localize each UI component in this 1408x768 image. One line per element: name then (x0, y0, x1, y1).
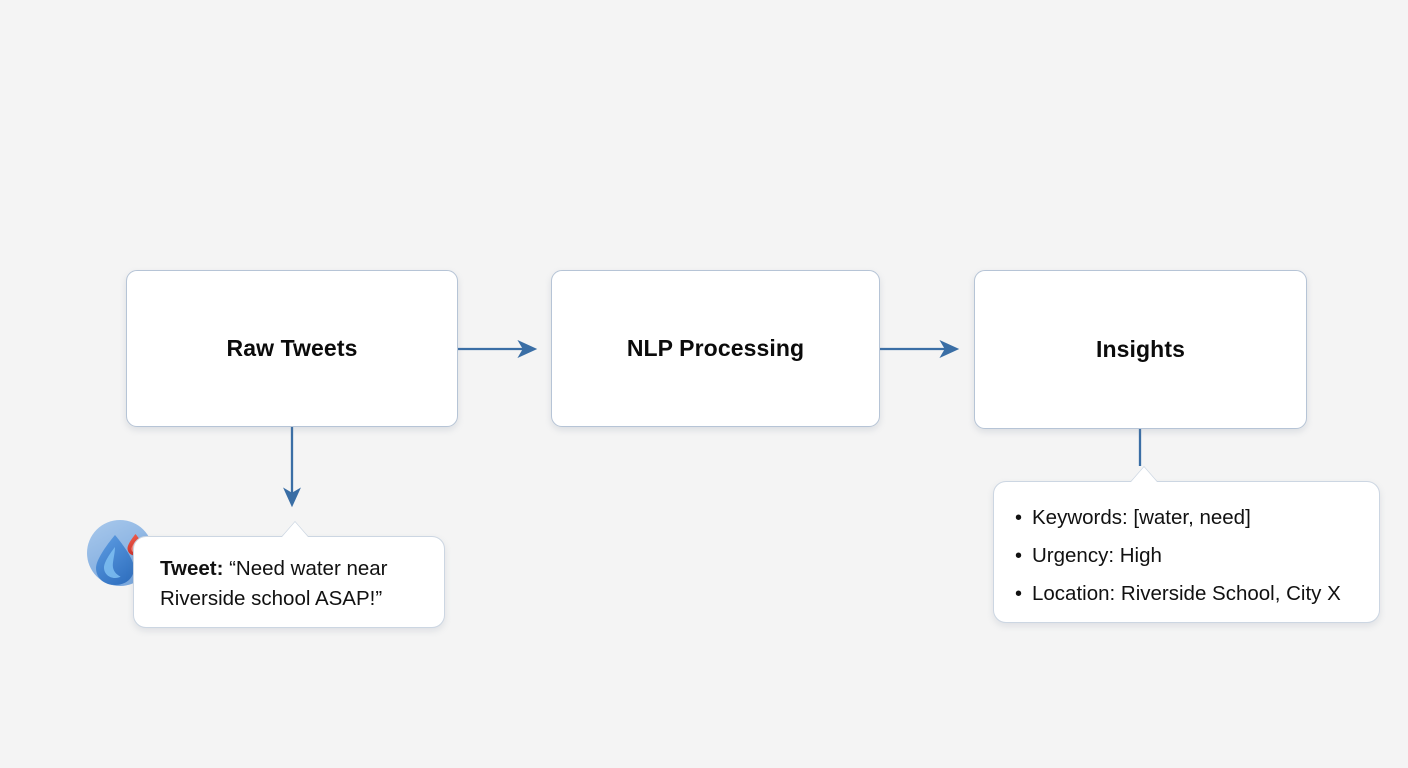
list-item: Location: Riverside School, City X (1015, 575, 1341, 613)
node-raw-tweets[interactable]: Raw Tweets (126, 270, 458, 427)
insights-list: Keywords: [water, need] Urgency: High Lo… (1010, 499, 1341, 613)
node-nlp-processing[interactable]: NLP Processing (551, 270, 880, 427)
tweet-quote-line-1: “Need water near (229, 557, 388, 580)
tweet-callout[interactable]: Tweet: “Need water near Riverside school… (133, 521, 445, 628)
node-raw-tweets-label: Raw Tweets (226, 335, 358, 361)
node-insights-label: Insights (1096, 336, 1185, 362)
node-insights[interactable]: Insights (974, 270, 1307, 429)
node-nlp-processing-label: NLP Processing (626, 335, 805, 361)
tweet-callout-text: Tweet: “Need water near Riverside school… (160, 554, 432, 614)
list-item: Urgency: High (1015, 537, 1341, 575)
tweet-label: Tweet: (160, 557, 224, 580)
callout-tail (282, 522, 308, 537)
tweet-quote-line-2: Riverside school ASAP!” (160, 587, 383, 610)
list-item: Keywords: [water, need] (1015, 499, 1341, 537)
callout-tail (1131, 467, 1157, 482)
insights-callout[interactable]: Keywords: [water, need] Urgency: High Lo… (993, 466, 1380, 623)
